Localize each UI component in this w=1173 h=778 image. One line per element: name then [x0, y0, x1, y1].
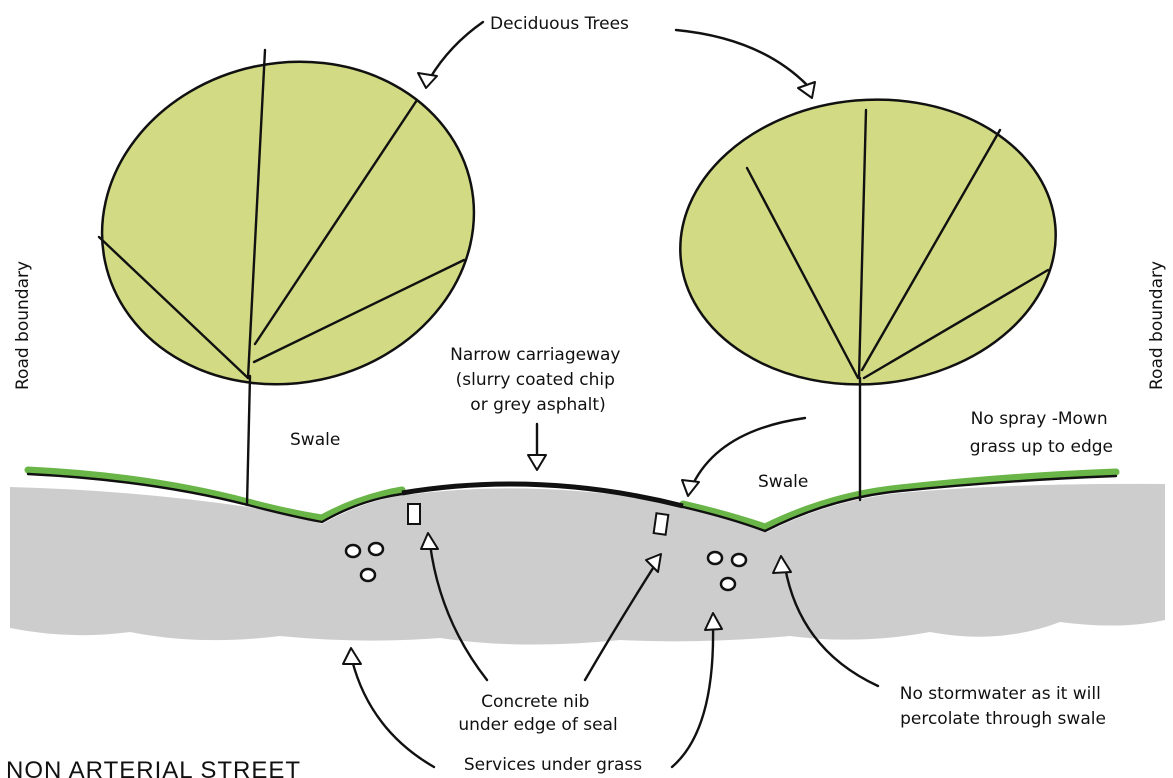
no-stormwater-label: No stormwater as it will percolate throu…	[900, 684, 1106, 729]
services-label: Services under grass	[464, 755, 642, 775]
canopy-left	[72, 28, 504, 419]
diagram-title: NON ARTERIAL STREET	[6, 757, 301, 778]
tree-left	[72, 28, 504, 505]
no-spray-label: No spray -Mown grass up to edge	[970, 409, 1113, 457]
deciduous-trees-label: Deciduous Trees	[490, 14, 629, 34]
ground-section	[10, 484, 1165, 645]
concrete-nib-left	[408, 504, 420, 524]
swale-right-label: Swale	[758, 472, 808, 492]
carriageway-label: Narrow carriageway (slurry coated chip o…	[450, 345, 626, 415]
concrete-nib-label: Concrete nib under edge of seal	[458, 692, 617, 735]
road-boundary-right-label: Road boundary	[1147, 261, 1167, 390]
concrete-nib-right	[654, 513, 669, 534]
canopy-right	[668, 84, 1067, 400]
road-boundary-left-label: Road boundary	[13, 261, 33, 390]
swale-left-label: Swale	[290, 430, 340, 450]
